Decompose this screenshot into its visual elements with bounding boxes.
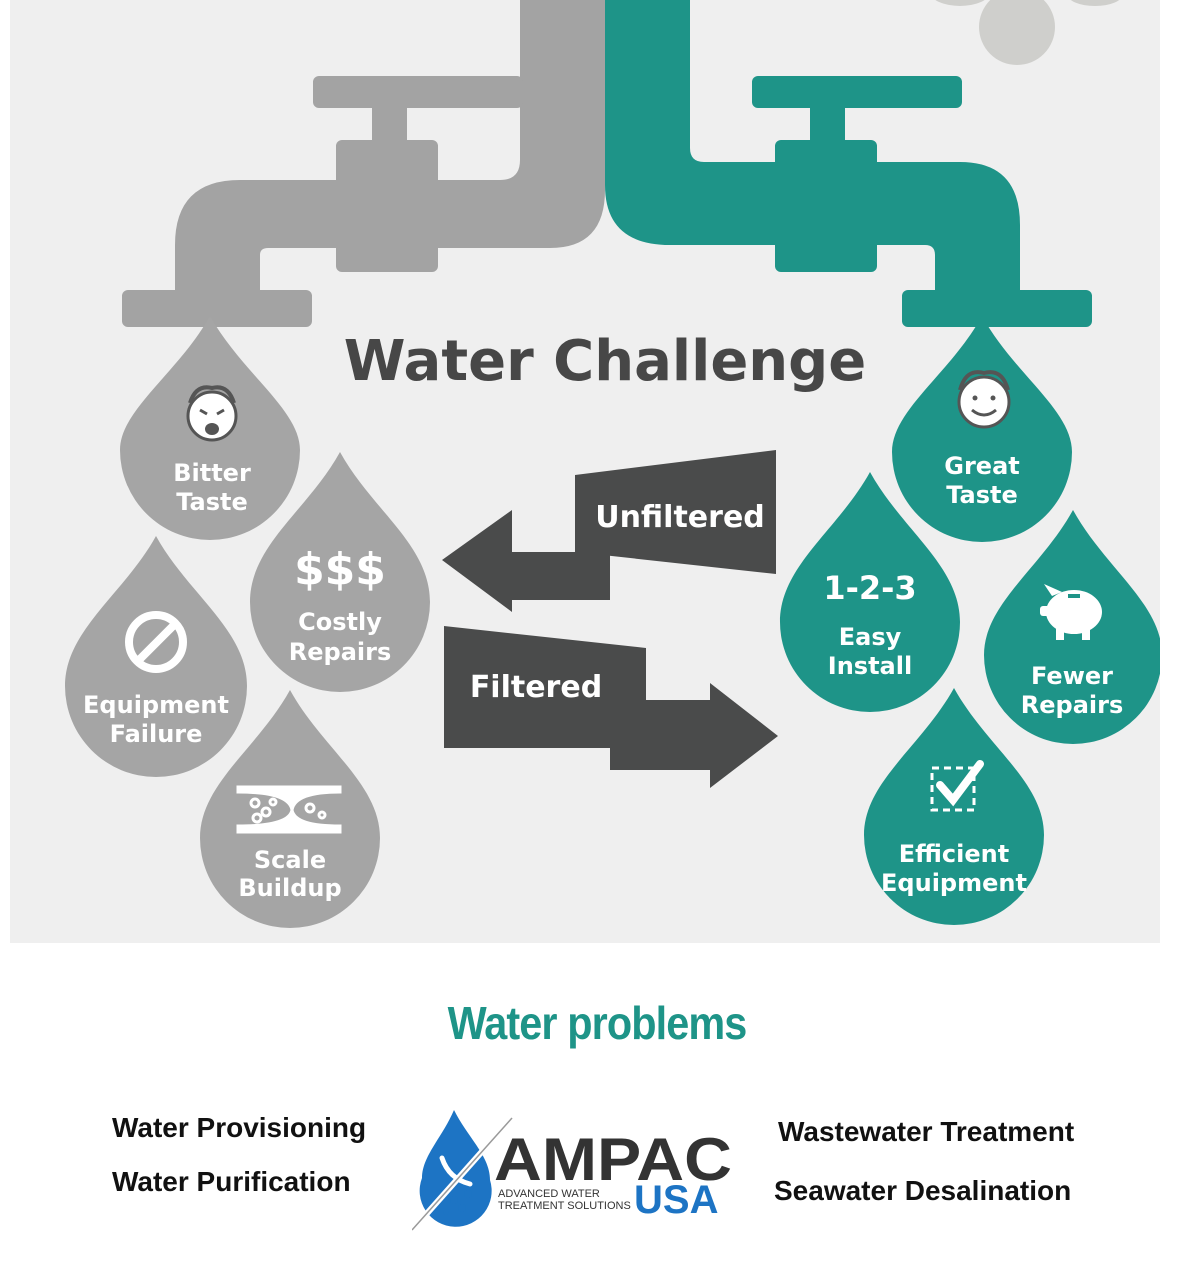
- logo-country: USA: [634, 1178, 718, 1222]
- costly-repairs-line1: Costly: [298, 608, 382, 636]
- gray-faucet: [122, 0, 605, 327]
- drop-costly-repairs: $$$ Costly Repairs: [250, 452, 430, 692]
- service-water-purification: Water Purification: [112, 1166, 351, 1197]
- drop-efficient-equipment: Efficient Equipment: [864, 688, 1044, 925]
- ampac-logo: AMPAC ADVANCED WATER TREATMENT SOLUTIONS…: [412, 1110, 732, 1231]
- scale-pipe-icon: [236, 785, 342, 834]
- drop-great-taste: Great Taste: [892, 316, 1072, 542]
- crying-face-icon: [186, 385, 238, 442]
- drop-bitter-taste: Bitter Taste: [120, 316, 300, 540]
- smiling-face-icon: [957, 370, 1011, 429]
- logo-tagline-line1: ADVANCED WATER: [498, 1188, 600, 1200]
- equipment-failure-line2: Failure: [110, 720, 203, 748]
- teal-faucet: [605, 0, 1092, 327]
- equipment-failure-line1: Equipment: [83, 691, 229, 719]
- drop-equipment-failure: Equipment Failure: [65, 536, 247, 777]
- service-seawater-desalination: Seawater Desalination: [774, 1175, 1072, 1206]
- drop-fewer-repairs: Fewer Repairs: [984, 510, 1160, 744]
- drop-scale-buildup: Scale Buildup: [200, 690, 380, 928]
- service-wastewater-treatment: Wastewater Treatment: [778, 1116, 1075, 1147]
- great-taste-line1: Great: [944, 452, 1019, 480]
- filtered-label: Filtered: [470, 670, 602, 705]
- checkbox-icon: [930, 760, 984, 812]
- decorative-bubbles: [935, 0, 1120, 65]
- fewer-repairs-line2: Repairs: [1021, 691, 1123, 719]
- easy-install-number-icon: 1-2-3: [823, 569, 916, 607]
- water-drop-logo-icon: [412, 1110, 513, 1231]
- unfiltered-label: Unfiltered: [595, 500, 765, 535]
- fewer-repairs-line1: Fewer: [1031, 662, 1113, 690]
- bitter-taste-line2: Taste: [176, 488, 248, 516]
- great-taste-line2: Taste: [946, 481, 1018, 509]
- infographic-artwork: Water Challenge Unfiltered Filtered Bitt…: [65, 0, 1160, 928]
- bitter-taste-line1: Bitter: [173, 459, 251, 487]
- logo-brand: AMPAC: [494, 1126, 732, 1193]
- page-title: Water Challenge: [344, 329, 866, 394]
- piggy-bank-icon: [1040, 584, 1102, 640]
- drop-easy-install: 1-2-3 Easy Install: [780, 472, 960, 712]
- water-challenge-infographic: Water Challenge Unfiltered Filtered Bitt…: [10, 0, 1160, 943]
- logo-tagline-line2: TREATMENT SOLUTIONS: [498, 1200, 631, 1212]
- efficient-equipment-line1: Efficient: [899, 840, 1009, 868]
- easy-install-line2: Install: [828, 652, 912, 680]
- scale-buildup-line2: Buildup: [238, 874, 341, 902]
- efficient-equipment-line2: Equipment: [881, 869, 1027, 897]
- water-problems-heading: Water problems: [447, 997, 748, 1049]
- easy-install-line1: Easy: [839, 623, 902, 651]
- unfiltered-arrow: Unfiltered: [442, 450, 776, 612]
- service-water-provisioning: Water Provisioning: [112, 1112, 367, 1143]
- costly-repairs-line2: Repairs: [289, 638, 391, 666]
- no-symbol-icon: [125, 611, 187, 673]
- dollar-signs-icon: $$$: [294, 544, 386, 595]
- filtered-arrow: Filtered: [444, 626, 778, 788]
- scale-buildup-line1: Scale: [254, 846, 326, 874]
